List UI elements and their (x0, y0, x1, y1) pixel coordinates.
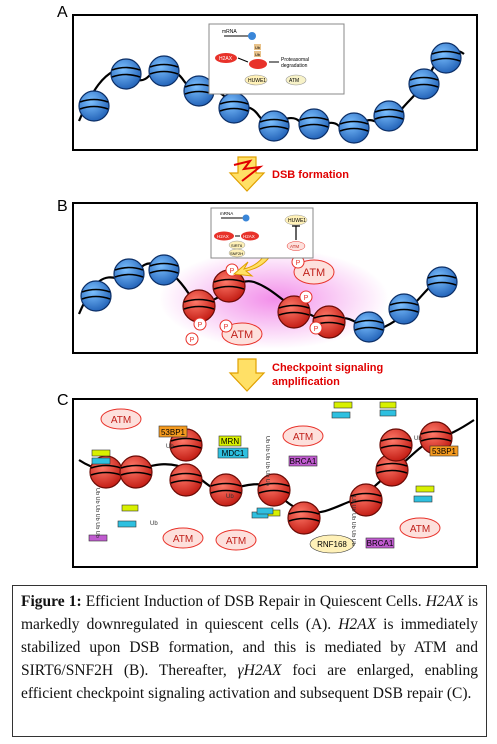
rnf168-label: RNF168 (317, 540, 347, 549)
nucleosome (298, 108, 330, 140)
inset-huwe1-label: HUWE1 (288, 218, 306, 224)
inset-h2ax-label: H2AX (217, 234, 229, 239)
inset-atm-label: ATM (290, 244, 299, 249)
phospho-mark: P (230, 268, 235, 275)
inset-mrna-label: mRNA (220, 211, 233, 216)
atm-label: ATM (226, 536, 246, 547)
checkpoint-label: Checkpoint signaling (272, 362, 383, 374)
caption-text-1: is markedly downregulated in quiescent c… (21, 593, 479, 633)
amplification-label: amplification (272, 376, 340, 388)
panel-b-diagram: P P P P P P ATM P ATM mRNA H2AX H2AX (77, 207, 458, 349)
nucleosome (408, 68, 440, 100)
nucleosome-phospho (182, 289, 216, 323)
atm-label: ATM (303, 267, 325, 279)
atm-label: ATM (293, 432, 313, 443)
caption-gene-2: H2AX (338, 616, 377, 633)
dsb-arrow: DSB formation (228, 156, 349, 192)
nucleosome (78, 90, 110, 122)
nucleosome (373, 100, 405, 132)
inset-ub-label: Ub (255, 52, 261, 57)
caption-title: Efficient Induction of DSB Repair in Qui… (85, 593, 422, 610)
panel-a: mRNA H2AX Ub Ub Proteasomal degradation … (72, 14, 478, 151)
ub-chain-label: Ub Ub Ub Ub Ub Ub (94, 488, 100, 538)
mrn-label: MRN (221, 437, 239, 446)
caption-gene-3: γH2AX (237, 662, 282, 679)
caption-text-2: is immediately stabilized upon DSB forma… (21, 616, 478, 679)
nucleosome-phospho (209, 473, 243, 507)
nucleosome (258, 110, 290, 142)
inset-a: mRNA H2AX Ub Ub Proteasomal degradation … (208, 23, 345, 95)
phospho-mark: P (296, 260, 301, 267)
atm-label: ATM (173, 534, 193, 545)
nucleosome-phospho (379, 428, 413, 462)
figure-caption: Figure 1: Efficient Induction of DSB Rep… (12, 585, 487, 737)
phospho-mark: P (190, 337, 195, 344)
nucleosome (338, 112, 370, 144)
nucleosome (218, 92, 250, 124)
inset-snf2h-label: SNF2H (230, 251, 243, 256)
panel-a-diagram: mRNA H2AX Ub Ub Proteasomal degradation … (77, 23, 465, 144)
inset-mrna-label: mRNA (222, 29, 237, 35)
inset-ub-label: Ub (255, 45, 261, 50)
nucleosome (113, 258, 145, 290)
brca1-label: BRCA1 (367, 539, 394, 548)
panel-c-label: C (57, 392, 69, 409)
nucleosome-phospho (257, 473, 291, 507)
inset-b: mRNA H2AX H2AX SIRT6 SNF2H HUWE1 ATM (210, 207, 314, 259)
brca1-label: BRCA1 (290, 457, 317, 466)
panel-b-label: B (57, 198, 68, 215)
phospho-mark: P (198, 322, 203, 329)
inset-proteasomal-label: Proteasomal (281, 57, 309, 63)
caption-text-3: foci are enlarged, enabling efficient ch… (21, 662, 479, 702)
nucleosome-phospho (287, 501, 321, 535)
dsb-formation-label: DSB formation (272, 169, 349, 181)
atm-label: ATM (111, 415, 131, 426)
panel-c-diagram: 53BP1 MRN MDC1 BRCA1 BRCA1 53BP1 RNF168 … (78, 401, 475, 554)
ub-chain-label: Ub Ub Ub Ub Ub Ub (264, 436, 270, 486)
ub-label: Ub (414, 436, 422, 442)
nucleosome (110, 58, 142, 90)
panel-b: P P P P P P ATM P ATM mRNA H2AX H2AX (72, 202, 478, 354)
ub-chain-vertical: Ub Ub Ub Ub Ub Ub Ub Ub Ub Ub Ub Ub Ub U… (94, 436, 356, 546)
nucleosome (148, 254, 180, 286)
ub-label: Ub (166, 444, 174, 450)
nucleosome (430, 42, 462, 74)
nucleosome (426, 266, 458, 298)
caption-text: Figure 1: Efficient Induction of DSB Rep… (21, 590, 478, 705)
nucleosome-phospho (119, 455, 153, 489)
panel-c: 53BP1 MRN MDC1 BRCA1 BRCA1 53BP1 RNF168 … (72, 398, 478, 568)
atm-label: ATM (231, 329, 253, 341)
mdc1-label: MDC1 (222, 449, 245, 458)
dna-strand (78, 419, 475, 514)
inset-atm-label: ATM (289, 78, 299, 84)
panel-a-label: A (57, 4, 68, 21)
ub-label: Ub (150, 521, 158, 527)
inset-sirt6-label: SIRT6 (231, 243, 243, 248)
inset-degradation-label: degradation (281, 63, 308, 69)
nucleosome (353, 311, 385, 343)
ub-chain-label: Ub Ub Ub Ub Ub Ub (350, 496, 356, 546)
53bp1-label: 53BP1 (432, 447, 457, 456)
nucleosome-phospho (169, 463, 203, 497)
phospho-mark: P (314, 326, 319, 333)
inset-huwe1-label: HUWE1 (248, 78, 266, 84)
ub-chain: Ub Ub Ub Ub (150, 436, 422, 527)
nucleosome (388, 293, 420, 325)
nucleosome (80, 280, 112, 312)
inset-h2ax-label: H2AX (243, 234, 255, 239)
figure-label: Figure 1: (21, 593, 82, 610)
ub-label: Ub (226, 494, 234, 500)
phospho-mark: P (304, 295, 309, 302)
53bp1-label: 53BP1 (161, 428, 186, 437)
checkpoint-arrow: Checkpoint signaling amplification (228, 358, 383, 392)
inset-h2ax-label: H2AX (219, 56, 233, 62)
phospho-mark: P (224, 324, 229, 331)
nucleosome (148, 55, 180, 87)
atm-label: ATM (410, 524, 430, 535)
caption-gene: H2AX (425, 593, 464, 610)
